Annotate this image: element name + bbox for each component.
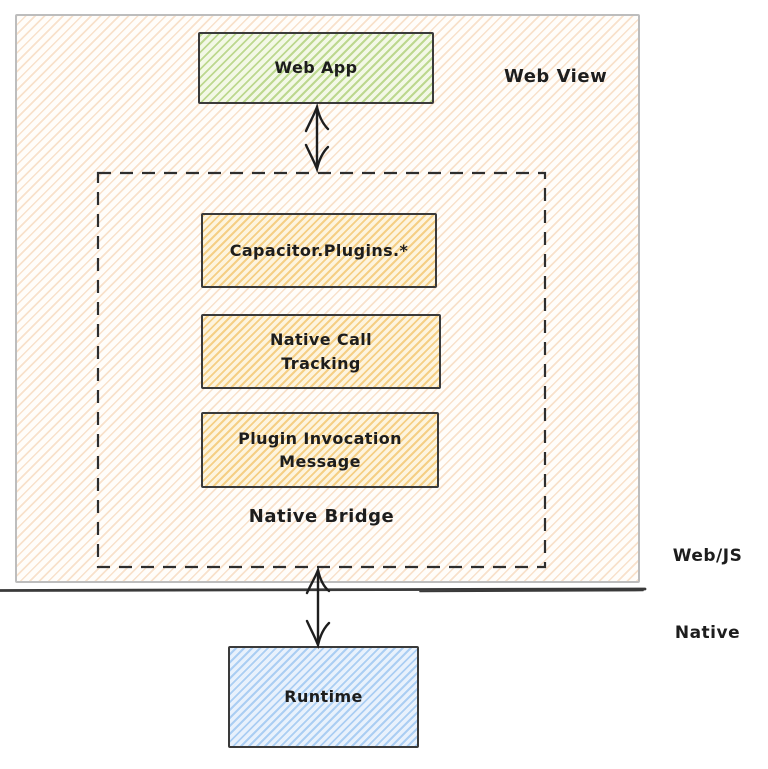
native-call-tracking-label-line1: Native Call bbox=[269, 330, 373, 350]
native-bridge-label: Native Bridge bbox=[248, 506, 395, 527]
native-call-tracking-label-line2: Tracking bbox=[281, 353, 361, 373]
plugin-invocation-message-node: Plugin Invocation Message bbox=[201, 412, 439, 488]
capacitor-plugins-node: Capacitor.Plugins.* bbox=[201, 213, 437, 288]
runtime-node: Runtime bbox=[228, 646, 419, 748]
native-call-tracking-node: Native Call Tracking bbox=[201, 314, 441, 389]
web-app-node: Web App bbox=[198, 32, 434, 104]
native-label: Native bbox=[674, 623, 741, 643]
plugin-invocation-message-label-line2: Message bbox=[279, 452, 361, 471]
web-view-label: Web View bbox=[504, 66, 608, 87]
web-js-label: Web/JS bbox=[672, 546, 743, 566]
capacitor-plugins-label: Capacitor.Plugins.* bbox=[229, 240, 409, 260]
web-native-divider bbox=[0, 587, 647, 593]
web-app-label: Web App bbox=[274, 58, 358, 78]
runtime-label: Runtime bbox=[284, 687, 363, 707]
plugin-invocation-message-label-line1: Plugin Invocation bbox=[238, 428, 402, 448]
